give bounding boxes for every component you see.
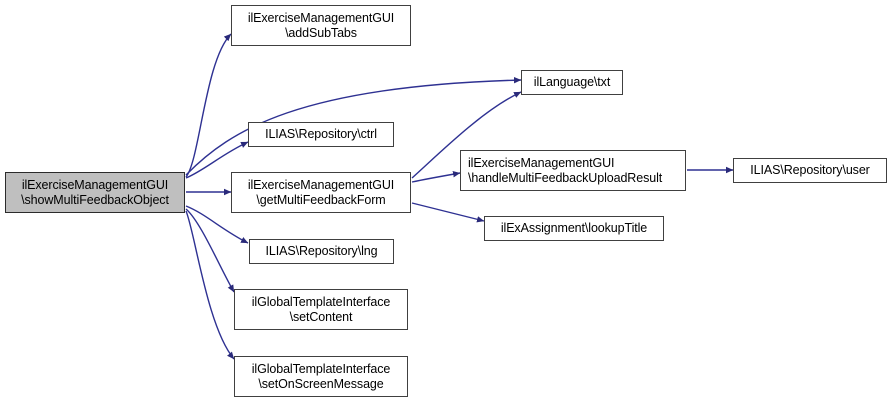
graph-edge-root-to-addSubTabs bbox=[185, 33, 232, 178]
graph-node-label-line1: ILIAS\Repository\user bbox=[750, 163, 870, 177]
graph-node-label-line1: ilExerciseManagementGUI bbox=[247, 177, 395, 192]
graph-edge-root-to-setOnScreenMessage bbox=[185, 210, 235, 360]
graph-edge-getForm-to-lookupTitle bbox=[411, 202, 485, 223]
graph-edge-root-to-setContent bbox=[185, 208, 235, 293]
graph-node-label-line2: \showMultiFeedbackObject bbox=[21, 192, 169, 207]
graph-node-ILIAS-Repository-ctrl[interactable]: ILIAS\Repository\ctrl bbox=[248, 122, 394, 147]
graph-node-addSubTabs[interactable]: ilExerciseManagementGUI\addSubTabs bbox=[231, 5, 411, 46]
graph-edge-getForm-to-handleUpload bbox=[411, 171, 461, 183]
graph-node-setContent[interactable]: ilGlobalTemplateInterface\setContent bbox=[234, 289, 408, 330]
graph-node-label-line1: ilExAssignment\lookupTitle bbox=[500, 221, 648, 235]
graph-node-label-line1: ILIAS\Repository\lng bbox=[265, 244, 378, 258]
graph-node-label-line2: \getMultiFeedbackForm bbox=[256, 192, 386, 207]
graph-node-label-line1: ilLanguage\txt bbox=[533, 75, 611, 89]
graph-node-label-line1: ilExerciseManagementGUI bbox=[468, 155, 615, 170]
graph-node-label-line1: ilExerciseManagementGUI bbox=[21, 177, 169, 192]
graph-node-handleMultiFeedbackUploadResult[interactable]: ilExerciseManagementGUI\handleMultiFeedb… bbox=[460, 150, 686, 191]
graph-node-label-line1: ILIAS\Repository\ctrl bbox=[265, 127, 377, 141]
graph-node-label-line1: ilGlobalTemplateInterface bbox=[251, 294, 391, 309]
graph-node-label-line1: ilExerciseManagementGUI bbox=[247, 10, 395, 25]
graph-node-label-line2: \addSubTabs bbox=[285, 25, 357, 40]
graph-node-label-line2: \setContent bbox=[289, 309, 353, 324]
graph-node-ILIAS-Repository-lng[interactable]: ILIAS\Repository\lng bbox=[249, 239, 394, 264]
graph-node-ilLanguage-txt[interactable]: ilLanguage\txt bbox=[521, 70, 623, 95]
graph-node-label-line2: \handleMultiFeedbackUploadResult bbox=[468, 170, 663, 185]
graph-node-setOnScreenMessage[interactable]: ilGlobalTemplateInterface\setOnScreenMes… bbox=[234, 356, 408, 397]
graph-node-getMultiFeedbackForm[interactable]: ilExerciseManagementGUI\getMultiFeedback… bbox=[231, 172, 411, 213]
graph-node-label-line1: ilGlobalTemplateInterface bbox=[251, 361, 391, 376]
graph-node-showMultiFeedbackObject[interactable]: ilExerciseManagementGUI\showMultiFeedbac… bbox=[5, 172, 185, 213]
graph-node-ilExAssignment-lookupTitle[interactable]: ilExAssignment\lookupTitle bbox=[484, 216, 664, 241]
graph-node-label-line2: \setOnScreenMessage bbox=[258, 376, 384, 391]
graph-node-ILIAS-Repository-user[interactable]: ILIAS\Repository\user bbox=[733, 158, 887, 183]
